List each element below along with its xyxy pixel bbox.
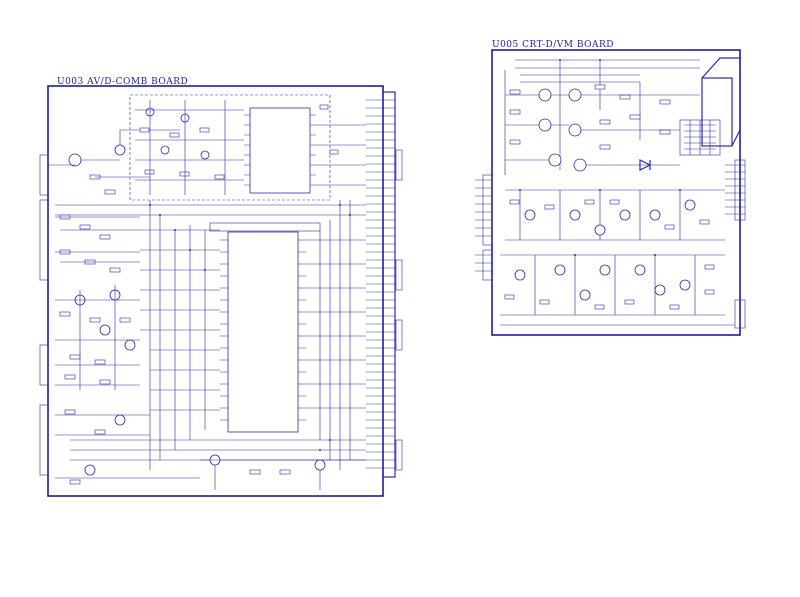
u003-component-cluster-lower bbox=[55, 409, 366, 490]
u003-junctions bbox=[149, 204, 351, 451]
u005-board bbox=[475, 49, 746, 336]
u005-vm-section bbox=[505, 189, 725, 241]
u005-board-outline bbox=[491, 49, 741, 336]
u005-right-connector bbox=[734, 159, 746, 221]
u005-crt-socket-outline bbox=[701, 57, 741, 147]
u003-shield-box bbox=[129, 94, 331, 201]
u003-board-outline bbox=[47, 85, 384, 497]
u005-left-connector-lower bbox=[482, 249, 493, 281]
u003-connector-pins bbox=[366, 99, 395, 469]
u003-ic-top bbox=[249, 107, 311, 194]
u003-component-cluster-middle bbox=[55, 285, 140, 390]
u003-input-blocks bbox=[39, 154, 49, 476]
u003-shield-components bbox=[135, 100, 339, 195]
u005-left-connector bbox=[482, 174, 493, 246]
u003-component-cluster-upper bbox=[48, 129, 180, 273]
u003-ic-main-label-box bbox=[209, 222, 321, 232]
u003-side-connectors bbox=[395, 149, 403, 471]
u003-board-title: U003 AV/D-COMB BOARD bbox=[57, 77, 189, 87]
u003-board bbox=[39, 85, 403, 497]
u005-diode-icon bbox=[639, 159, 652, 171]
u005-bottom-right-connector bbox=[734, 299, 746, 329]
u005-crt-socket bbox=[701, 77, 733, 147]
u003-ic-main bbox=[227, 231, 299, 433]
u005-rgb-driver-section bbox=[504, 59, 700, 175]
u005-lower-section bbox=[500, 254, 735, 326]
u005-junctions bbox=[519, 59, 681, 256]
u005-board-title: U005 CRT-D/VM BOARD bbox=[492, 40, 614, 50]
u003-connector-strip bbox=[382, 91, 396, 478]
